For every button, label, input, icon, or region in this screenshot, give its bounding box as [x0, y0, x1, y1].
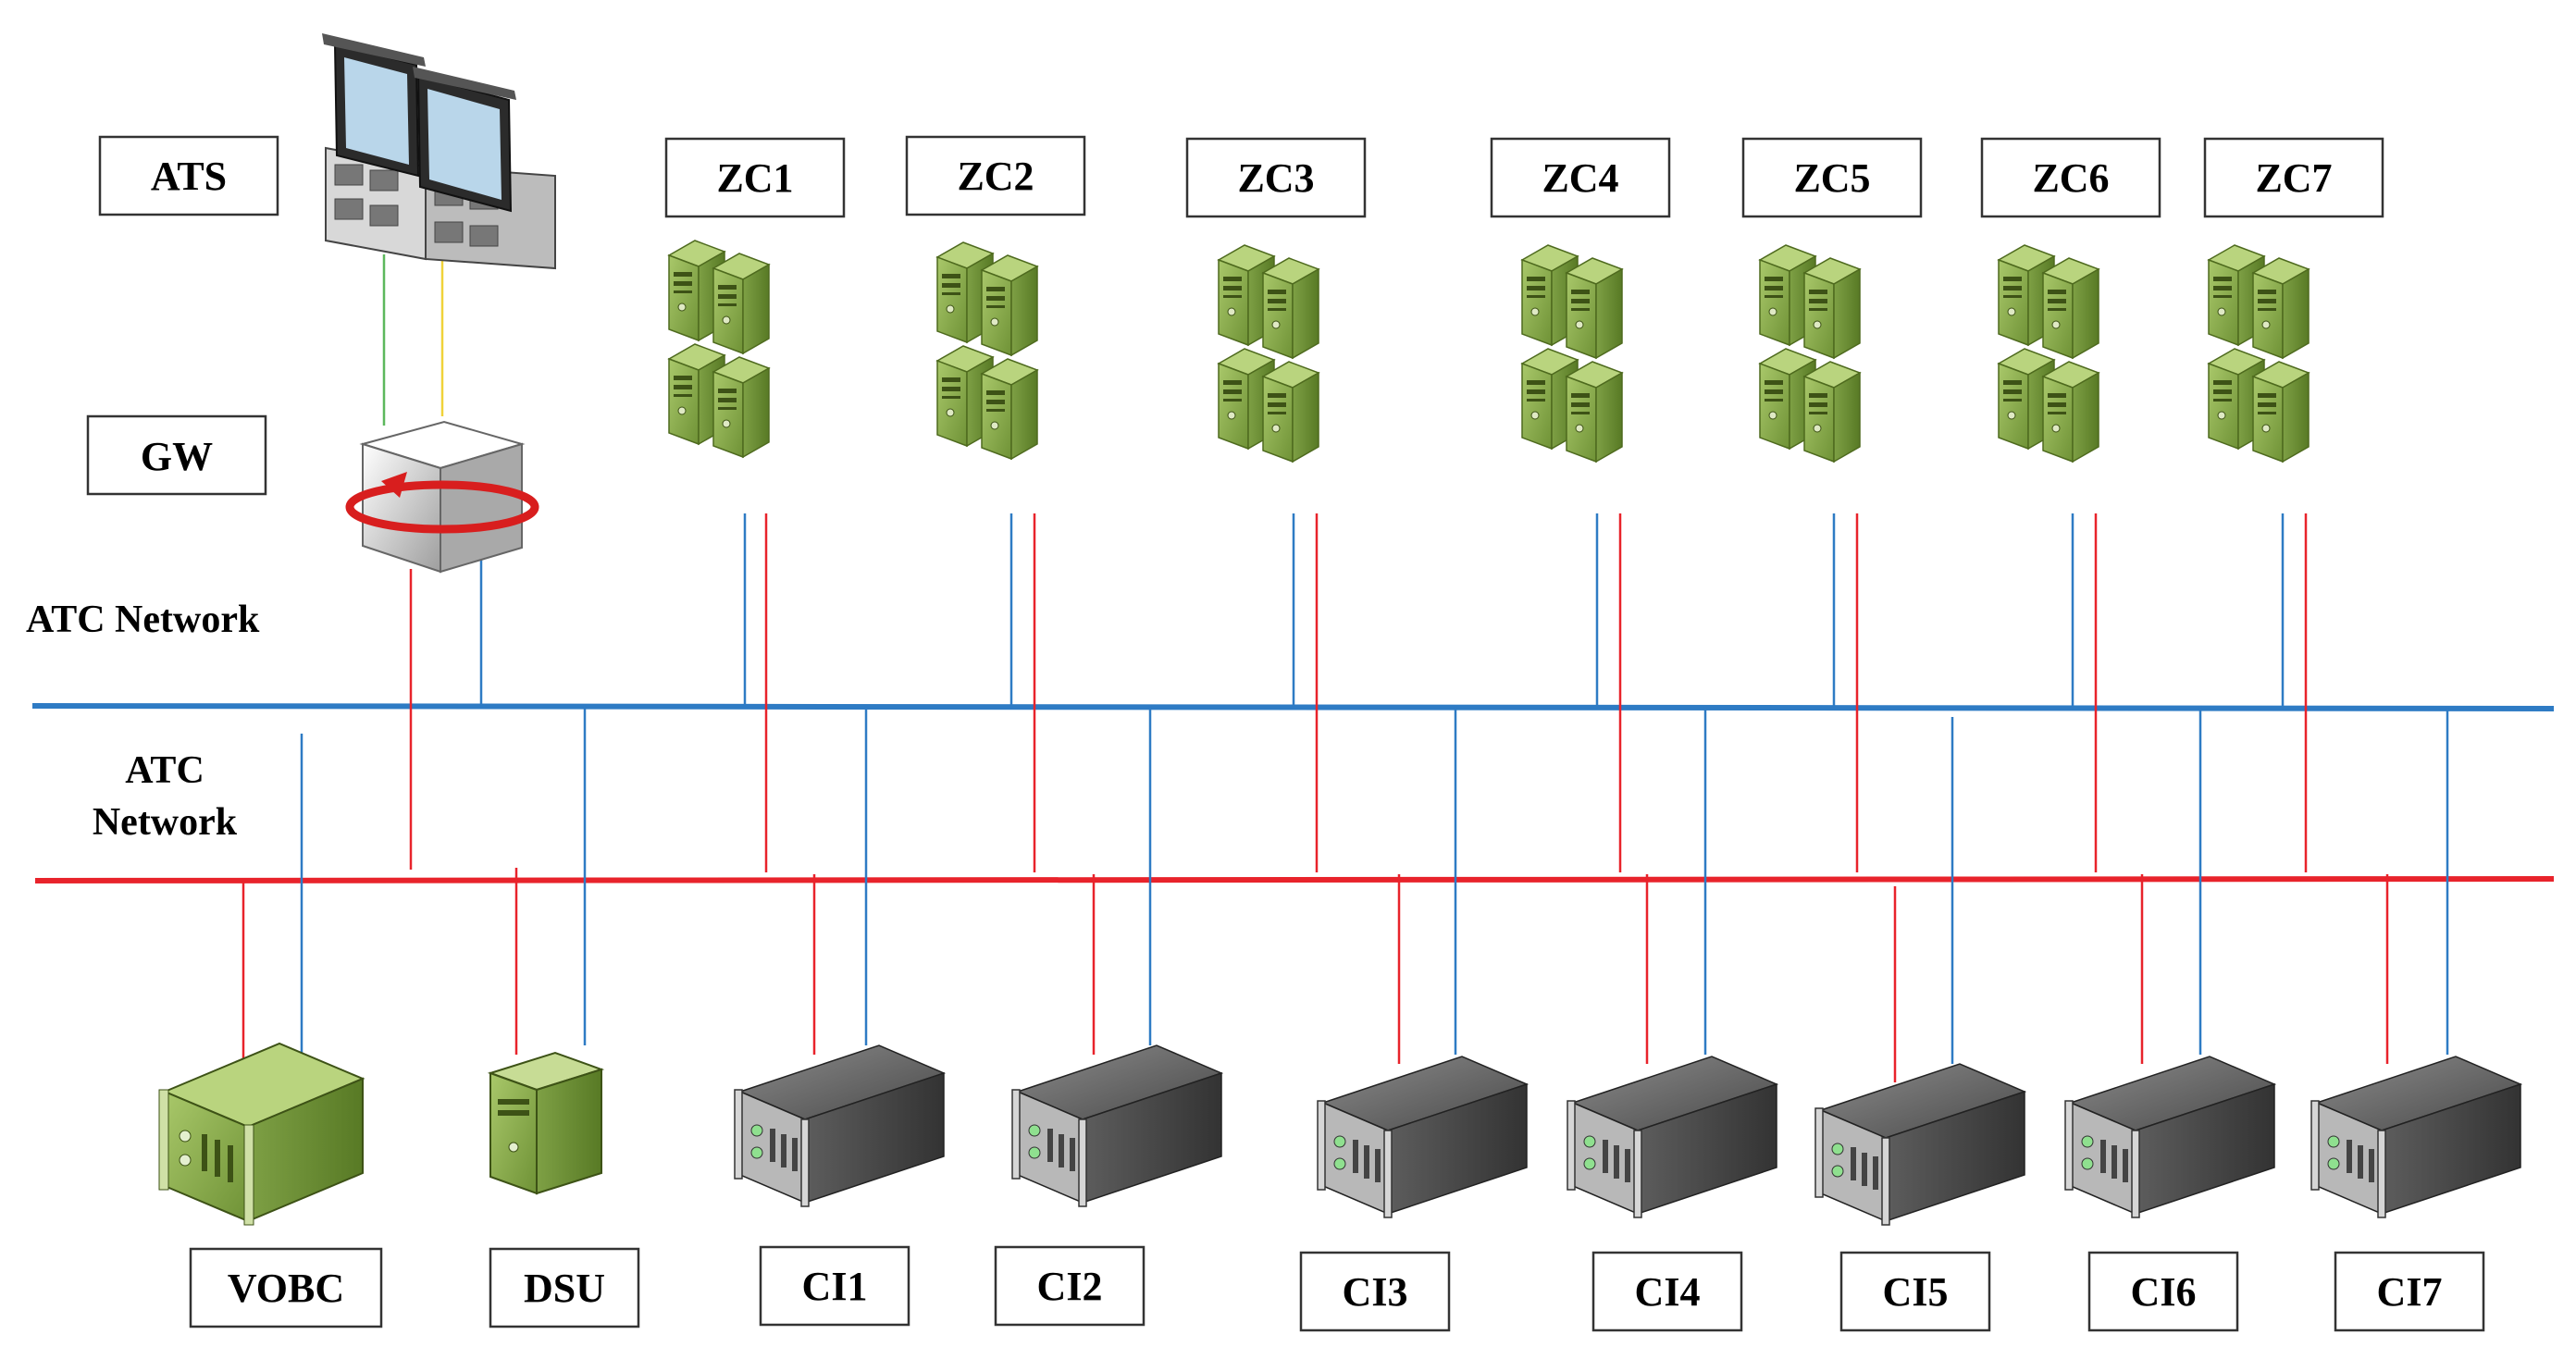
vobc-node: VOBC: [158, 1042, 383, 1328]
ci3-node: CI3: [1299, 1056, 1528, 1332]
zc1-node: ZC1: [664, 137, 846, 457]
zc3-node: ZC3: [1185, 137, 1367, 462]
ci6-node: CI6: [2064, 1056, 2275, 1332]
zc5-label: ZC5: [1793, 155, 1870, 201]
ci5-label: CI5: [1883, 1269, 1949, 1315]
ci4-label: CI4: [1635, 1269, 1701, 1315]
zc5-node: ZC5: [1741, 137, 1923, 462]
workstation-icon: [322, 33, 556, 270]
vobc-unit-icon: [158, 1042, 365, 1226]
gw-node: GW: [86, 414, 539, 574]
ci-group: CI1 CI2 CI3 CI4 CI5 CI6: [734, 1044, 2521, 1332]
zc4-label: ZC4: [1542, 155, 1618, 201]
dsu-node: DSU: [487, 1051, 640, 1328]
ci1-node: CI1: [734, 1044, 945, 1327]
ci4-node: CI4: [1567, 1056, 1777, 1332]
ci7-label: CI7: [2377, 1269, 2443, 1315]
blue-network-label: ATC Network: [26, 599, 260, 641]
rack-server-icon: [2064, 1056, 2275, 1218]
zc4-node: ZC4: [1490, 137, 1671, 462]
server-cluster-icon: [1999, 245, 2099, 462]
rack-server-icon: [1567, 1056, 1777, 1218]
rack-server-icon: [1011, 1044, 1222, 1207]
rack-server-icon: [1814, 1063, 2025, 1226]
zc-group: ZC1 ZC2 ZC3 ZC4 ZC5 ZC6: [664, 135, 2384, 462]
rack-server-icon: [734, 1044, 945, 1207]
ci7-node: CI7: [2310, 1056, 2521, 1332]
ci1-label: CI1: [802, 1264, 868, 1309]
zc7-label: ZC7: [2255, 155, 2332, 201]
zc6-node: ZC6: [1980, 137, 2161, 462]
gw-label: GW: [141, 434, 213, 479]
server-cluster-icon: [1760, 245, 1860, 462]
server-cluster-icon: [2209, 245, 2309, 462]
zc7-node: ZC7: [2203, 137, 2384, 462]
rack-server-icon: [2310, 1056, 2521, 1218]
vobc-label: VOBC: [228, 1266, 344, 1311]
gateway-icon: [345, 420, 539, 574]
ci3-label: CI3: [1343, 1269, 1408, 1315]
ci2-node: CI2: [994, 1044, 1222, 1327]
ci2-label: CI2: [1037, 1264, 1103, 1309]
server-cluster-icon: [1219, 245, 1319, 462]
server-cluster-icon: [1522, 245, 1622, 462]
zc3-label: ZC3: [1237, 155, 1314, 201]
ats-label: ATS: [151, 154, 227, 199]
dsu-server-icon: [487, 1051, 605, 1195]
server-cluster-icon: [937, 242, 1037, 459]
dsu-label: DSU: [524, 1266, 605, 1311]
ci5-node: CI5: [1814, 1063, 2025, 1332]
red-network-label-line1: ATC: [125, 749, 204, 792]
network-links: [31, 254, 2555, 1082]
red-network-label-line2: Network: [93, 801, 238, 844]
ci6-label: CI6: [2131, 1269, 2197, 1315]
zc6-label: ZC6: [2032, 155, 2109, 201]
server-cluster-icon: [669, 241, 769, 457]
zc1-label: ZC1: [716, 155, 793, 201]
zc2-node: ZC2: [905, 135, 1086, 459]
ats-node: ATS: [98, 33, 556, 270]
blue-network-bus: [31, 703, 2555, 711]
rack-server-icon: [1317, 1056, 1528, 1218]
red-network-bus: [34, 876, 2555, 883]
zc2-label: ZC2: [957, 154, 1034, 199]
